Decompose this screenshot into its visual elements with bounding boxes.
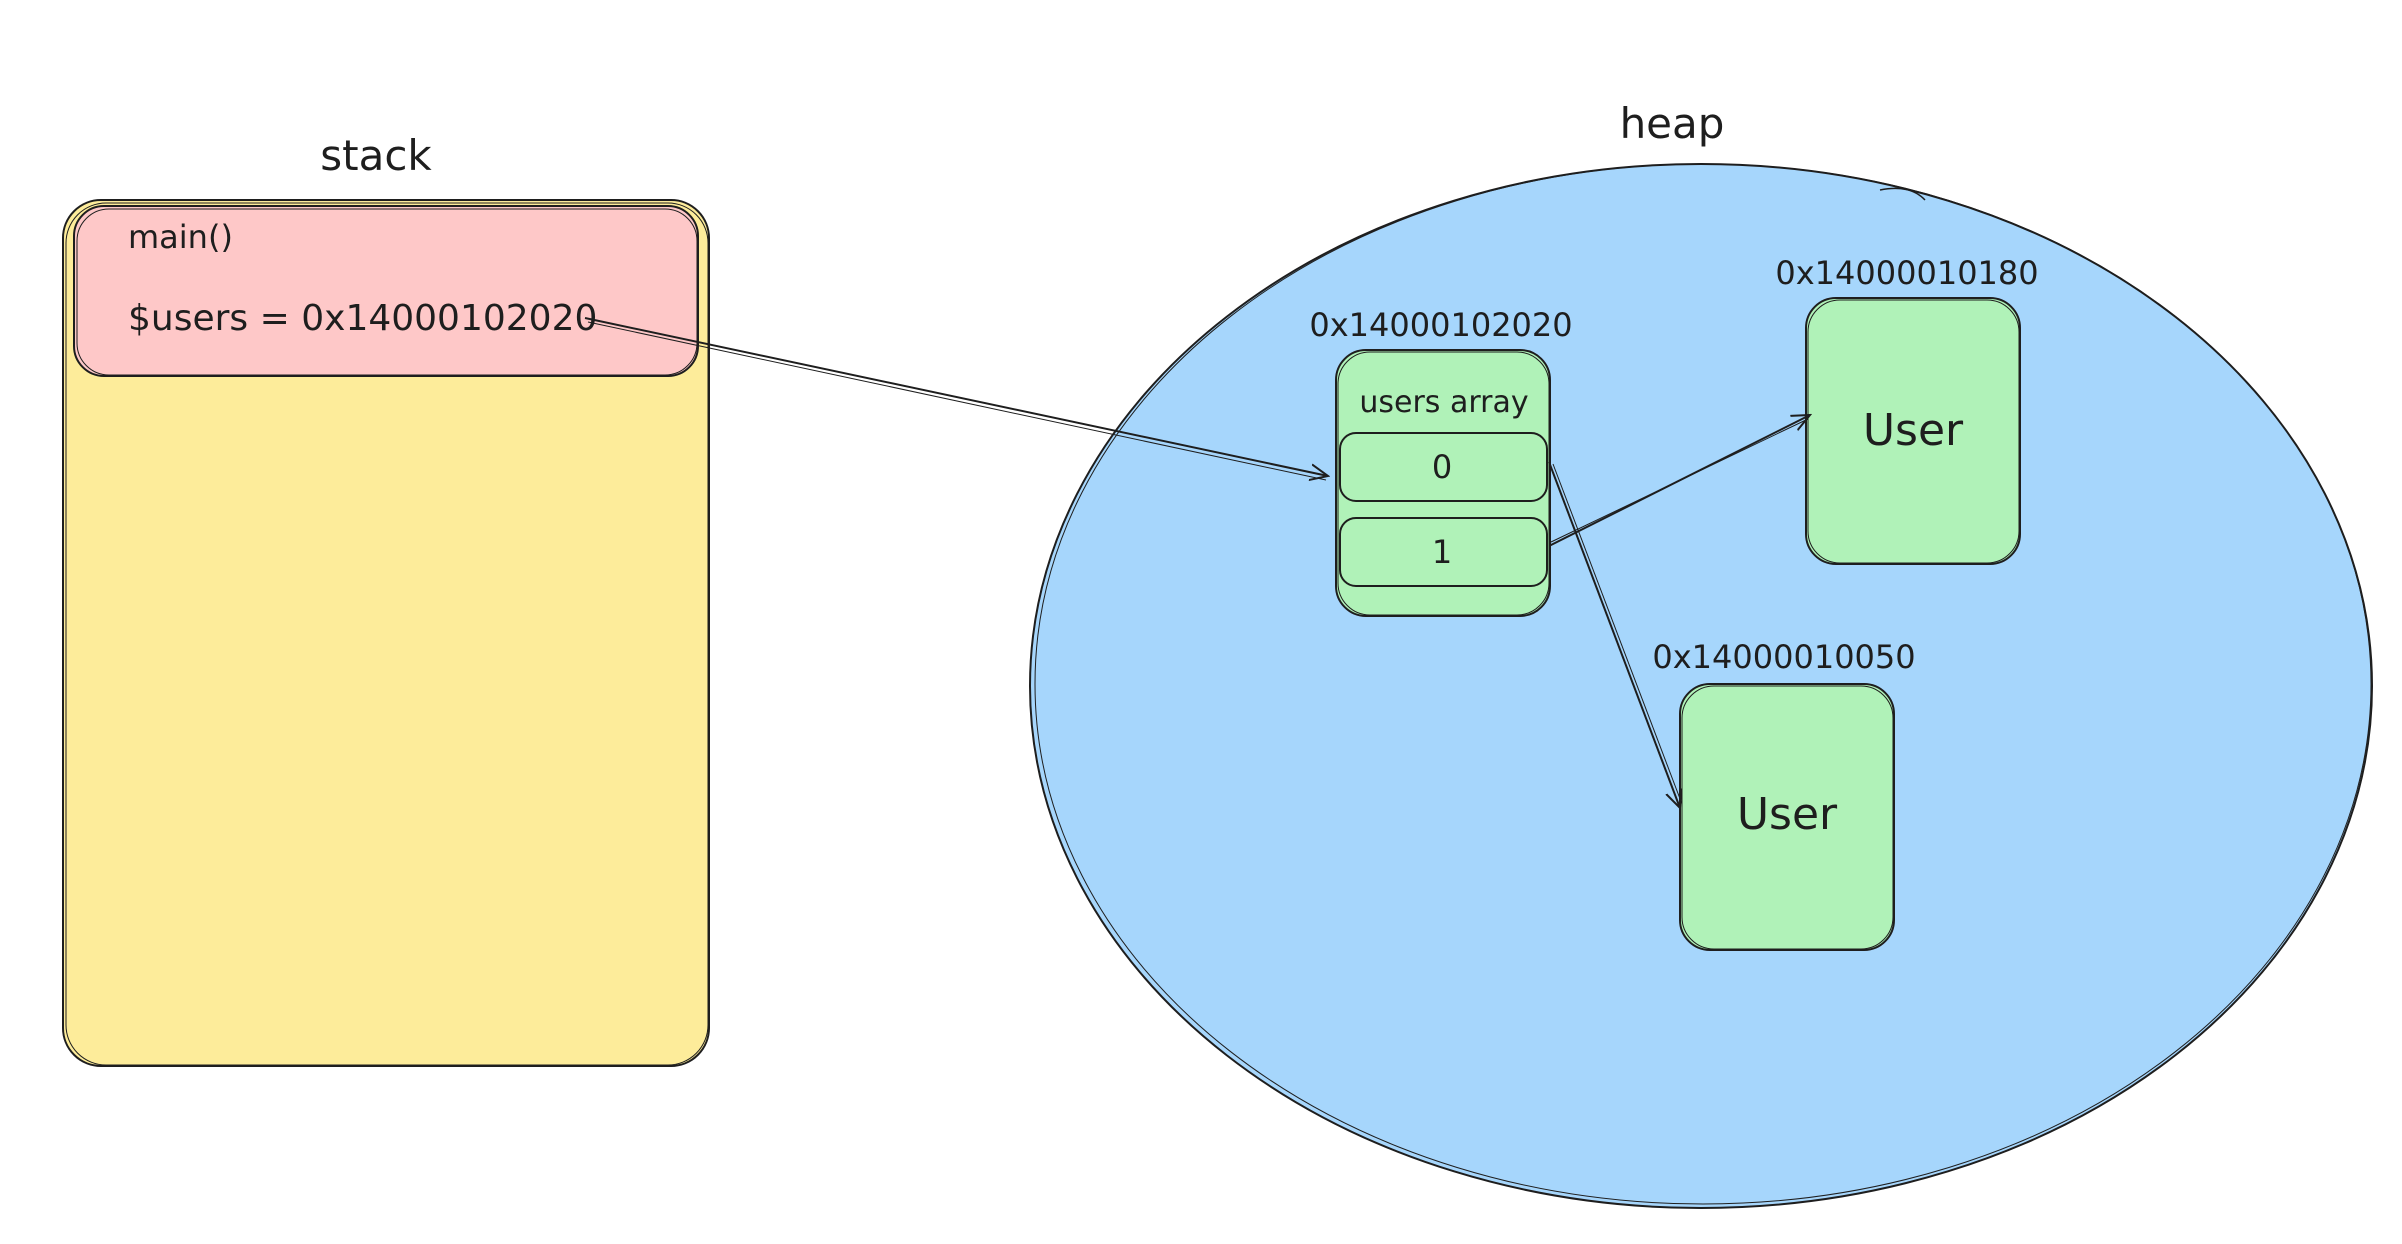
user-b-box-sketch — [1681, 685, 1894, 950]
pointer-arrows — [584, 317, 1810, 808]
arrow-users-to-array — [584, 317, 1328, 476]
array-slot-0-box — [1339, 432, 1548, 502]
user-b-address: 0x14000010050 — [1652, 638, 1915, 676]
user-b-label: User — [1737, 789, 1838, 840]
array-slot-1-label: 1 — [1432, 533, 1452, 571]
user-b-box — [1679, 683, 1895, 951]
main-frame-name: main() — [128, 218, 233, 256]
stack-region: stack main() $users = 0x14000102020 — [62, 131, 710, 1067]
stack-box-sketch — [65, 202, 709, 1066]
user-a-label: User — [1863, 405, 1964, 456]
users-array-box-sketch — [1337, 351, 1550, 616]
array-slot-1-box — [1339, 517, 1548, 587]
heap-sketch-tail — [1879, 187, 1926, 201]
main-frame-box — [73, 205, 699, 377]
user-a-box — [1805, 297, 2021, 565]
user-object-b: 0x14000010050 User — [1652, 638, 1916, 951]
user-a-address: 0x14000010180 — [1775, 254, 2038, 292]
users-array-label: users array — [1359, 385, 1528, 420]
arrow-slot0-to-user-b-sketch — [1552, 463, 1683, 805]
heap-ellipse-sketch — [1034, 163, 2372, 1205]
stack-title: stack — [320, 131, 432, 180]
user-object-a: 0x14000010180 User — [1775, 254, 2039, 565]
array-slot-1: 1 — [1339, 517, 1548, 587]
users-array: 0x14000102020 users array 0 1 — [1309, 306, 1573, 617]
array-slot-0-label: 0 — [1432, 448, 1452, 486]
main-frame: main() $users = 0x14000102020 — [73, 205, 699, 377]
stack-box — [62, 199, 710, 1067]
users-array-address: 0x14000102020 — [1309, 306, 1572, 344]
users-variable: $users = 0x14000102020 — [128, 298, 597, 339]
main-frame-box-sketch — [76, 208, 698, 376]
array-slot-0: 0 — [1339, 432, 1548, 502]
arrow-slot0-to-user-b — [1548, 461, 1680, 808]
user-a-box-sketch — [1807, 299, 2020, 564]
heap-region: heap 0x14000102020 users array 0 1 0x140… — [1029, 99, 2373, 1209]
heap-title: heap — [1620, 99, 1725, 148]
arrow-slot1-to-user-a-sketch — [1550, 418, 1809, 543]
arrow-users-to-array-sketch — [587, 321, 1327, 481]
